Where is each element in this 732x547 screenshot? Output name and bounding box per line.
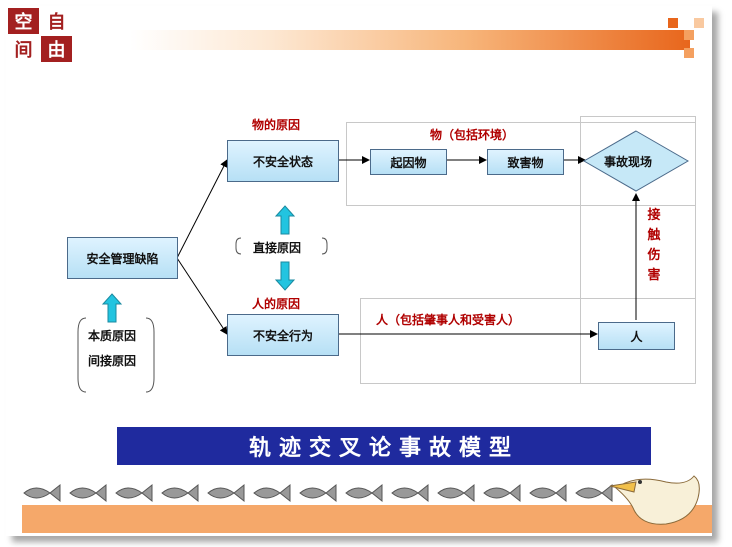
header-gradient-bar [130,30,690,50]
logo-char: 由 [41,36,72,62]
contact-injury-char: 接 [647,208,661,223]
harmful-object-node: 致害物 [487,149,564,175]
up-arrow-icon [274,205,296,235]
fish-icon [253,483,291,503]
fish-icon [207,483,245,503]
arrow-to-unsafe-behavior [176,257,228,335]
human-group-box [360,298,696,384]
fish-icon [437,483,475,503]
left-bracket [235,237,242,255]
logo: 空 自 间 由 [8,8,72,62]
pelican-icon [609,475,700,525]
up-arrow-icon [101,293,123,323]
fish-icon [529,483,567,503]
down-arrow-icon [274,261,296,291]
logo-char: 自 [41,8,72,34]
right-bracket [145,317,155,393]
fish-row [22,482,614,508]
decor-square [694,18,704,28]
person-node: 人 [598,322,675,350]
fish-icon [391,483,429,503]
fish-icon [23,483,61,503]
arrow-to-unsafe-state [176,159,228,259]
accident-scene-diamond [582,130,690,192]
material-cause-label: 物的原因 [252,118,301,132]
contact-injury-char: 伤 [647,248,661,263]
fish-icon [483,483,521,503]
unsafe-state-node: 不安全状态 [227,140,339,182]
contact-injury-label: 接 触 伤 害 [646,206,662,286]
footer-bar [22,505,712,533]
fish-icon [345,483,383,503]
human-involved-label: 人（包括肇事人和受害人） [376,313,521,327]
human-cause-label: 人的原因 [252,297,301,311]
fish-icon [575,483,613,503]
material-env-label: 物（包括环境） [430,128,515,142]
causal-object-node: 起因物 [370,149,447,175]
fish-icon [69,483,107,503]
right-bracket [321,237,328,255]
accident-scene-label: 事故现场 [604,155,653,169]
essential-cause-label: 本质原因 [88,329,137,343]
contact-injury-char: 害 [647,268,661,283]
decor-square [684,30,694,40]
indirect-cause-label: 间接原因 [88,354,137,368]
logo-char: 间 [8,36,39,62]
decor-square [684,48,694,58]
fish-icon [299,483,337,503]
left-bracket [77,317,87,393]
fish-icon [115,483,153,503]
title-banner: 轨迹交叉论事故模型 [117,427,651,465]
unsafe-behavior-node: 不安全行为 [227,314,339,356]
mgmt-defect-node: 安全管理缺陷 [67,237,178,279]
fish-icon [161,483,199,503]
direct-cause-label: 直接原因 [253,241,302,255]
logo-char: 空 [8,8,39,34]
decor-square [668,18,678,28]
contact-injury-char: 触 [647,228,661,243]
